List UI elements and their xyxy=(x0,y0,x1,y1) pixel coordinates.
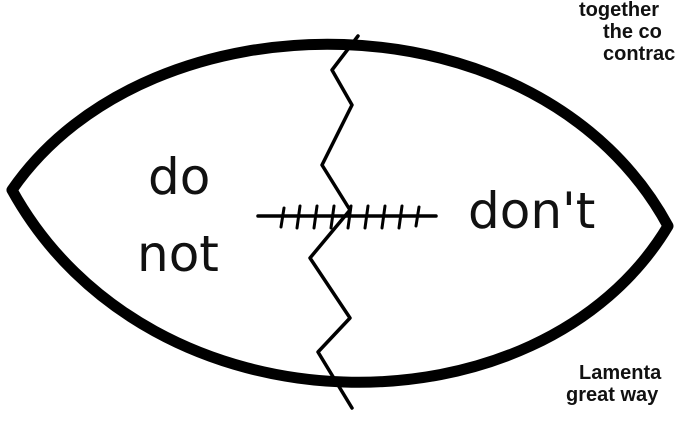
label-do: do xyxy=(148,152,210,202)
side-text-bottom-line2: great way xyxy=(566,384,658,406)
label-dont: don't xyxy=(468,186,595,236)
side-text-top-line1: together xyxy=(579,0,659,21)
side-text-top-line2: the co xyxy=(603,21,662,43)
side-text-top-line3: contrac xyxy=(603,43,675,65)
side-text-bottom-line1: Lamenta xyxy=(579,362,661,384)
label-not: not xyxy=(137,229,219,279)
